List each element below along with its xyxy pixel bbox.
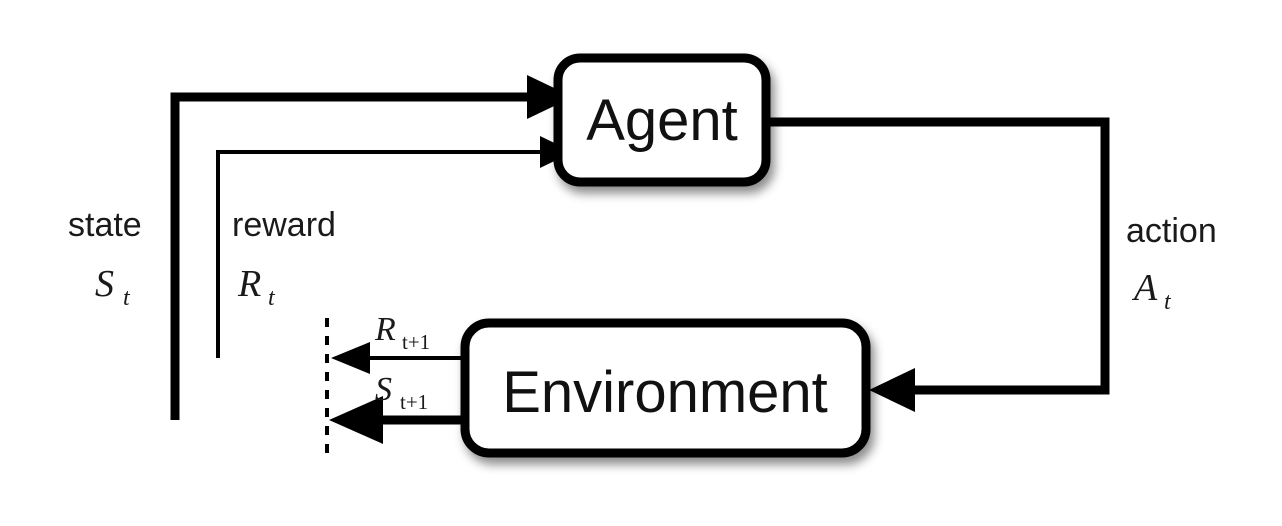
- label-next-state: S t+1: [375, 371, 428, 414]
- action-symbol-label: A: [1131, 267, 1158, 309]
- edge-next-state: [329, 396, 465, 444]
- edge-next-reward: [331, 342, 465, 374]
- node-environment[interactable]: Environment: [460, 318, 871, 458]
- next-state-arrowhead: [329, 396, 383, 444]
- label-next-reward: R t+1: [374, 311, 430, 354]
- action-subscript-label: t: [1164, 289, 1172, 315]
- action-line: [766, 117, 1110, 395]
- label-action: action A t: [1126, 212, 1217, 315]
- label-state: state S t: [68, 206, 142, 311]
- state-symbol-label: S: [95, 263, 114, 305]
- state-word-label: state: [68, 206, 142, 244]
- state-feedback-line: [170, 92, 527, 420]
- node-agent[interactable]: Agent: [553, 53, 771, 187]
- next-state-subscript-label: t+1: [400, 390, 428, 414]
- reward-symbol-label: R: [237, 263, 261, 305]
- action-word-label: action: [1126, 212, 1217, 250]
- state-feedback-arrowhead: [527, 75, 573, 119]
- agent-label: Agent: [586, 88, 738, 153]
- next-reward-arrowhead: [331, 342, 370, 374]
- reward-subscript-label: t: [268, 285, 276, 311]
- environment-box[interactable]: [460, 318, 871, 458]
- action-arrowhead: [869, 368, 915, 412]
- state-subscript-label: t: [123, 285, 131, 311]
- edge-state-feedback: [170, 75, 573, 420]
- label-reward: reward R t: [232, 206, 336, 311]
- environment-label: Environment: [502, 360, 828, 425]
- next-state-symbol-label: S: [375, 371, 392, 408]
- edge-action: [766, 117, 1110, 412]
- next-reward-symbol-label: R: [374, 311, 396, 348]
- agent-box[interactable]: [553, 53, 771, 187]
- next-reward-subscript-label: t+1: [402, 330, 430, 354]
- reward-feedback-line: [216, 150, 540, 358]
- reward-word-label: reward: [232, 206, 336, 244]
